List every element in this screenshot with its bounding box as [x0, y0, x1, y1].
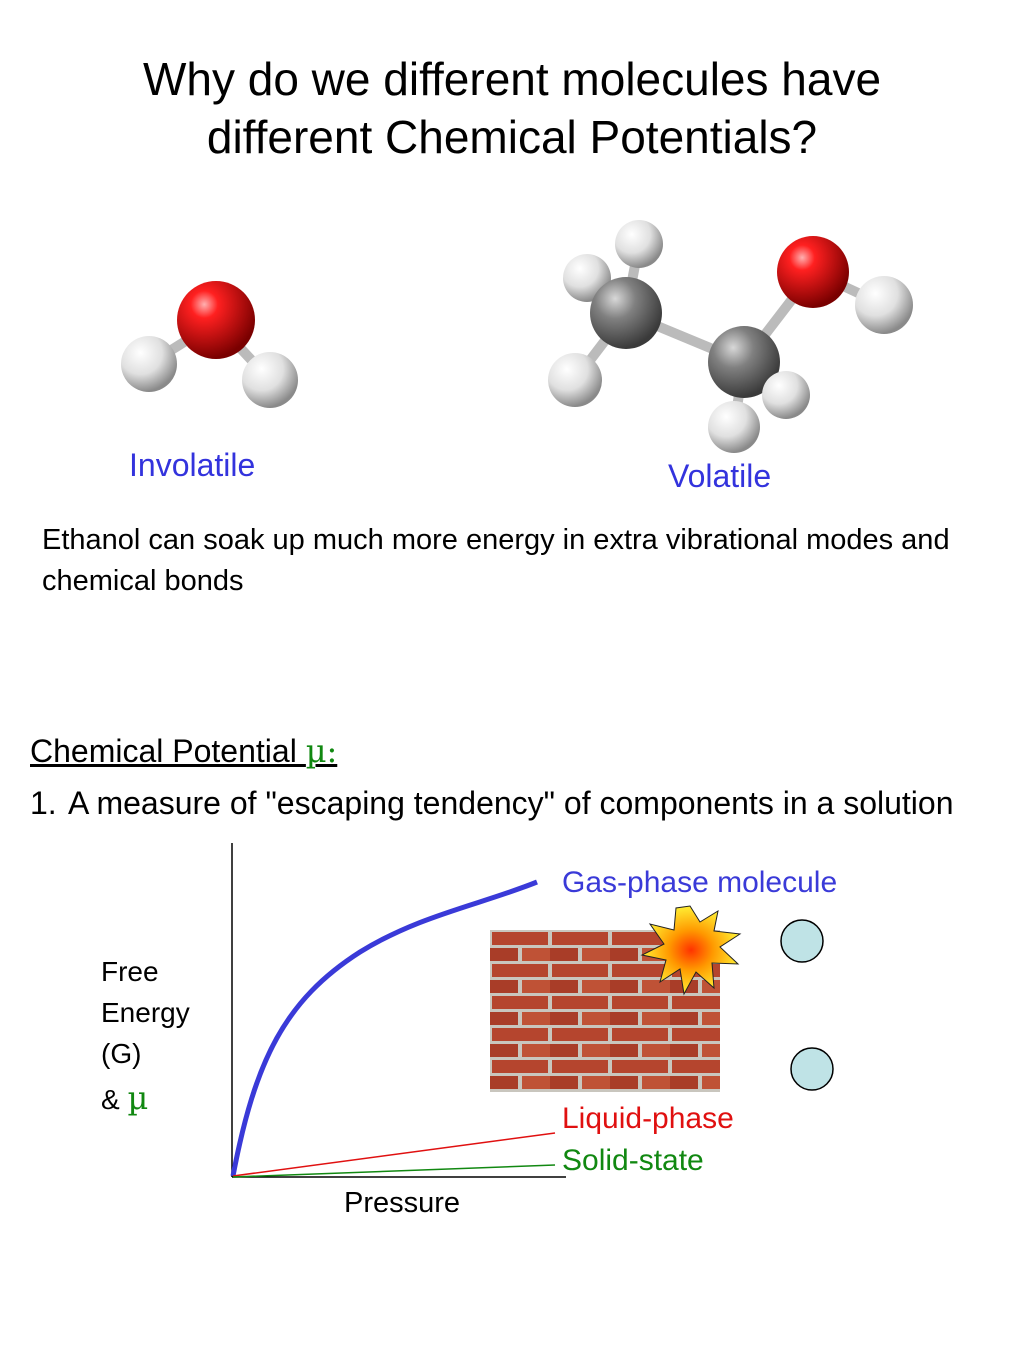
ylabel-amp: &: [101, 1084, 128, 1115]
point-text: A measure of "escaping tendency" of comp…: [68, 785, 954, 821]
ethanol-molecule: [548, 220, 913, 453]
liquid-phase-line: [232, 1132, 556, 1177]
liquid-phase-label: Liquid-phase: [562, 1102, 734, 1135]
ylabel-mu-symbol: µ: [127, 1079, 149, 1117]
hydrogen-atom: [762, 371, 810, 419]
heading-text: Chemical Potential: [30, 733, 306, 769]
point-number: 1.: [30, 785, 57, 821]
liquid-molecule-bubble: [790, 1047, 834, 1091]
involatile-label: Involatile: [129, 447, 256, 483]
hydrogen-atom: [615, 220, 663, 268]
gas-phase-curve: [230, 879, 538, 1177]
carbon-atom: [708, 326, 780, 398]
chemical-potential-heading: Chemical Potential µ:: [30, 732, 337, 770]
page-title: Why do we different molecules have diffe…: [0, 50, 1024, 166]
ylabel-line: Energy: [101, 997, 190, 1028]
hydrogen-atom: [121, 336, 177, 392]
definition-point-1: 1. A measure of "escaping tendency" of c…: [30, 781, 1010, 826]
water-molecule: [121, 281, 298, 408]
hydrogen-atom: [855, 276, 913, 334]
oxygen-atom: [177, 281, 255, 359]
heading-colon: :: [326, 732, 338, 770]
carbon-atom: [590, 277, 662, 349]
ylabel-line: (G): [101, 1038, 142, 1069]
title-line-1: Why do we different molecules have: [142, 53, 882, 105]
hydrogen-atom: [242, 352, 298, 408]
gas-molecule-bubble: [780, 919, 824, 963]
volatile-label: Volatile: [668, 458, 772, 494]
body-text: Ethanol can soak up much more energy in …: [42, 524, 950, 597]
ylabel-line: Free: [101, 956, 159, 987]
oxygen-atom: [777, 236, 849, 308]
hydrogen-atom: [708, 401, 760, 453]
mu-symbol: µ: [305, 732, 327, 770]
x-axis-label: Pressure: [344, 1187, 461, 1219]
gas-phase-label: Gas-phase molecule: [562, 866, 838, 899]
solid-state-label: Solid-state: [562, 1144, 704, 1177]
title-line-2: different Chemical Potentials?: [206, 111, 818, 163]
y-axis-label: Free Energy (G) & µ: [101, 951, 190, 1120]
explosion-star-icon: [640, 905, 742, 996]
ylabel-mu-line: & µ: [101, 1078, 190, 1120]
solid-state-line: [232, 1164, 556, 1178]
hydrogen-atom: [548, 353, 602, 407]
